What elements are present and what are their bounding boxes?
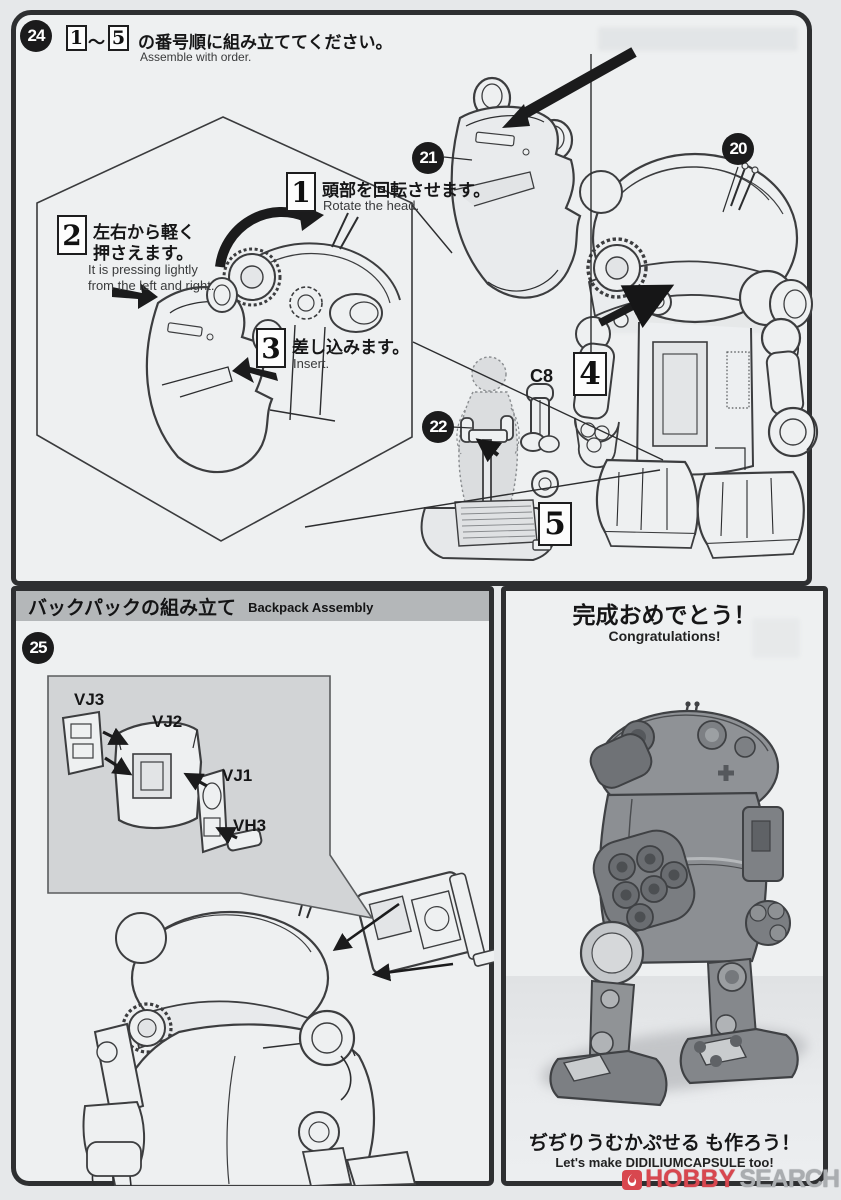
callout-badge-20: 20 [722, 133, 754, 165]
backpack-section-header: バックパックの組み立て Backpack Assembly [16, 591, 489, 621]
promo-jp: ぢぢりうむかぷせる も作ろう！ [528, 1133, 801, 1154]
assemble-order-en: Assemble with order. [140, 50, 252, 64]
order-box-4: 4 [573, 352, 607, 396]
bleed-through-artifact [600, 297, 785, 333]
substep-box-2: 2 [57, 215, 87, 255]
step-badge-25: 25 [22, 632, 54, 664]
hobbysearch-watermark: HOBBY SEARCH [622, 1165, 840, 1194]
congrats-title-en: Congratulations! [608, 628, 721, 644]
watermark-hobby-text: HOBBY [645, 1165, 736, 1193]
substep2-jp-line2: 押さえます。 [93, 244, 194, 263]
order-box-5: 5 [538, 502, 572, 546]
bleed-through-artifact [752, 618, 800, 658]
promo-en: Let's make DIDILIUMCAPSULE too! [555, 1155, 774, 1170]
congrats-panel [501, 586, 828, 1186]
step-badge-24: 24 [20, 20, 52, 52]
bleed-through-artifact [598, 27, 798, 51]
watermark-search-text: SEARCH [739, 1165, 840, 1193]
congrats-title-jp: 完成おめでとう！ [572, 602, 757, 628]
part-label-vj3: VJ3 [74, 690, 105, 709]
substep-box-3: 3 [256, 328, 286, 368]
callout-badge-21: 21 [412, 142, 444, 174]
order-box-end: 5 [108, 25, 129, 51]
range-tilde: ～ [88, 33, 105, 52]
substep3-jp: 差し込みます。 [292, 338, 410, 357]
part-label-c8: C8 [530, 366, 554, 386]
substep3-en: Insert. [293, 356, 330, 371]
substep1-en: Rotate the head. [323, 198, 420, 213]
assemble-order-jp: の番号順に組み立ててください。 [138, 33, 393, 52]
order-box-start: 1 [66, 25, 87, 51]
hobbysearch-logo-icon [622, 1169, 643, 1190]
backpack-panel: バックパックの組み立て Backpack Assembly [11, 586, 494, 1186]
substep2-en-line2: from the left and right. [88, 278, 215, 293]
backpack-header-en: Backpack Assembly [248, 600, 374, 615]
part-label-vj1: VJ1 [222, 766, 253, 785]
substep-box-1: 1 [286, 172, 316, 212]
backpack-header-jp: バックパックの組み立て [28, 597, 237, 619]
callout-badge-22: 22 [422, 411, 454, 443]
part-label-vj2: VJ2 [152, 712, 183, 731]
substep2-en-line1: It is pressing lightly [88, 262, 198, 277]
part-label-vh3: VH3 [233, 816, 267, 835]
